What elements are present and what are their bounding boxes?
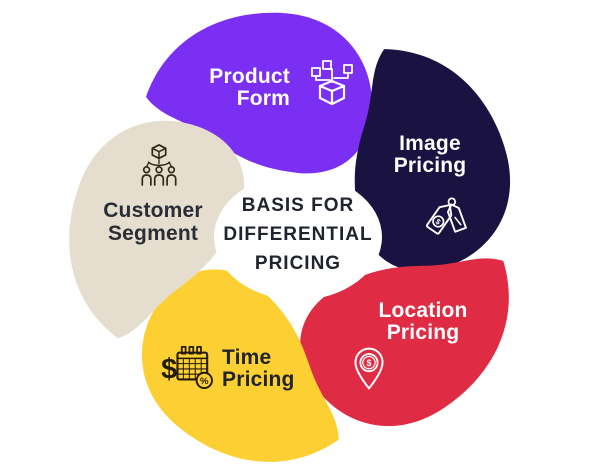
diagram-title-line: BASIS FOR	[241, 195, 355, 216]
product-box-nodes-icon-svg	[311, 60, 353, 106]
svg-text:%: %	[200, 376, 209, 387]
segment-label-product-form: Product Form	[170, 66, 290, 110]
svg-text:$: $	[366, 358, 371, 368]
label-line: Pricing	[386, 321, 460, 344]
center-white-circle	[214, 174, 382, 300]
label-line: Customer	[103, 199, 203, 222]
svg-text:$: $	[161, 354, 177, 386]
price-tags-dollar-icon: $	[425, 195, 471, 241]
map-pin-dollar-icon-svg: $	[354, 347, 384, 390]
diagram-title-line: DIFFERENTIAL	[223, 224, 373, 245]
calendar-dollar-percent-icon: $ %	[161, 344, 215, 390]
label-line: Location	[378, 299, 468, 322]
segment-label-time-pricing: Time Pricing	[222, 347, 342, 391]
label-line: Time	[222, 346, 272, 369]
label-line: Image	[399, 132, 461, 155]
map-pin-dollar-icon: $	[349, 345, 389, 392]
label-line: Form	[236, 87, 290, 110]
svg-text:$: $	[434, 217, 443, 227]
product-box-nodes-icon	[304, 56, 360, 108]
customer-group-distribution-icon-svg	[141, 144, 177, 186]
segment-label-customer-segment: Customer Segment	[93, 199, 213, 245]
diagram-title-line: PRICING	[254, 253, 342, 274]
segment-label-image-pricing: Image Pricing	[370, 133, 490, 177]
diagram-title: BASIS FOR DIFFERENTIAL PRICING	[198, 191, 398, 278]
label-line: Product	[209, 65, 290, 88]
segment-label-location-pricing: Location Pricing	[363, 300, 483, 344]
label-line: Pricing	[222, 368, 295, 391]
price-tags-dollar-icon-svg: $	[426, 197, 467, 235]
calendar-dollar-percent-icon-svg: $ %	[161, 346, 213, 390]
label-line: Pricing	[393, 154, 467, 177]
label-line: Segment	[107, 222, 199, 245]
customer-group-distribution-icon	[138, 143, 180, 187]
